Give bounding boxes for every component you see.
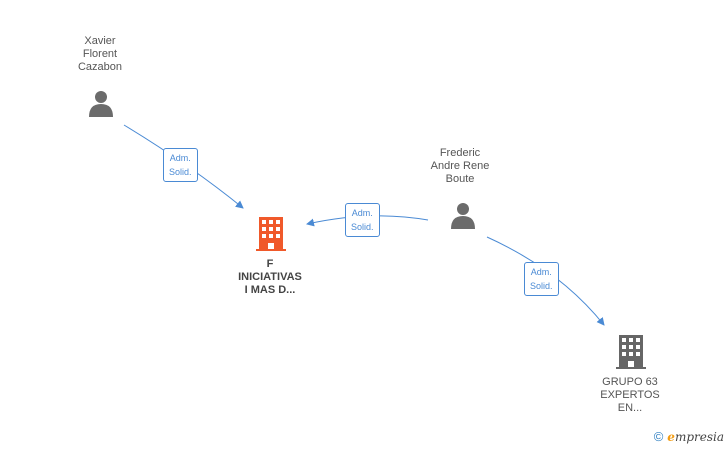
person-icon[interactable] — [87, 89, 115, 117]
person-icon[interactable] — [449, 201, 477, 229]
brand-logo-initial: e — [667, 430, 675, 444]
building-icon[interactable] — [256, 217, 286, 251]
edge-label-frederic-role: Adm. Solid. — [345, 203, 380, 237]
node-grupo63-label[interactable]: GRUPO 63 EXPERTOS EN... — [600, 376, 660, 414]
copyright-symbol: © — [653, 429, 664, 444]
node-iniciativas-label[interactable]: F INICIATIVAS I MAS D... — [238, 258, 302, 296]
edge-label-frederic-grupo-role: Adm. Solid. — [524, 262, 559, 296]
footer-brand: ©empresia — [654, 429, 724, 444]
node-xavier-label[interactable]: Xavier Florent Cazabon — [77, 35, 123, 73]
building-icon[interactable] — [616, 335, 646, 369]
node-frederic-label[interactable]: Frederic Andre Rene Boute — [430, 147, 490, 185]
edge-label-xavier-role: Adm. Solid. — [163, 148, 198, 182]
brand-logo-text: mpresia — [674, 430, 724, 444]
